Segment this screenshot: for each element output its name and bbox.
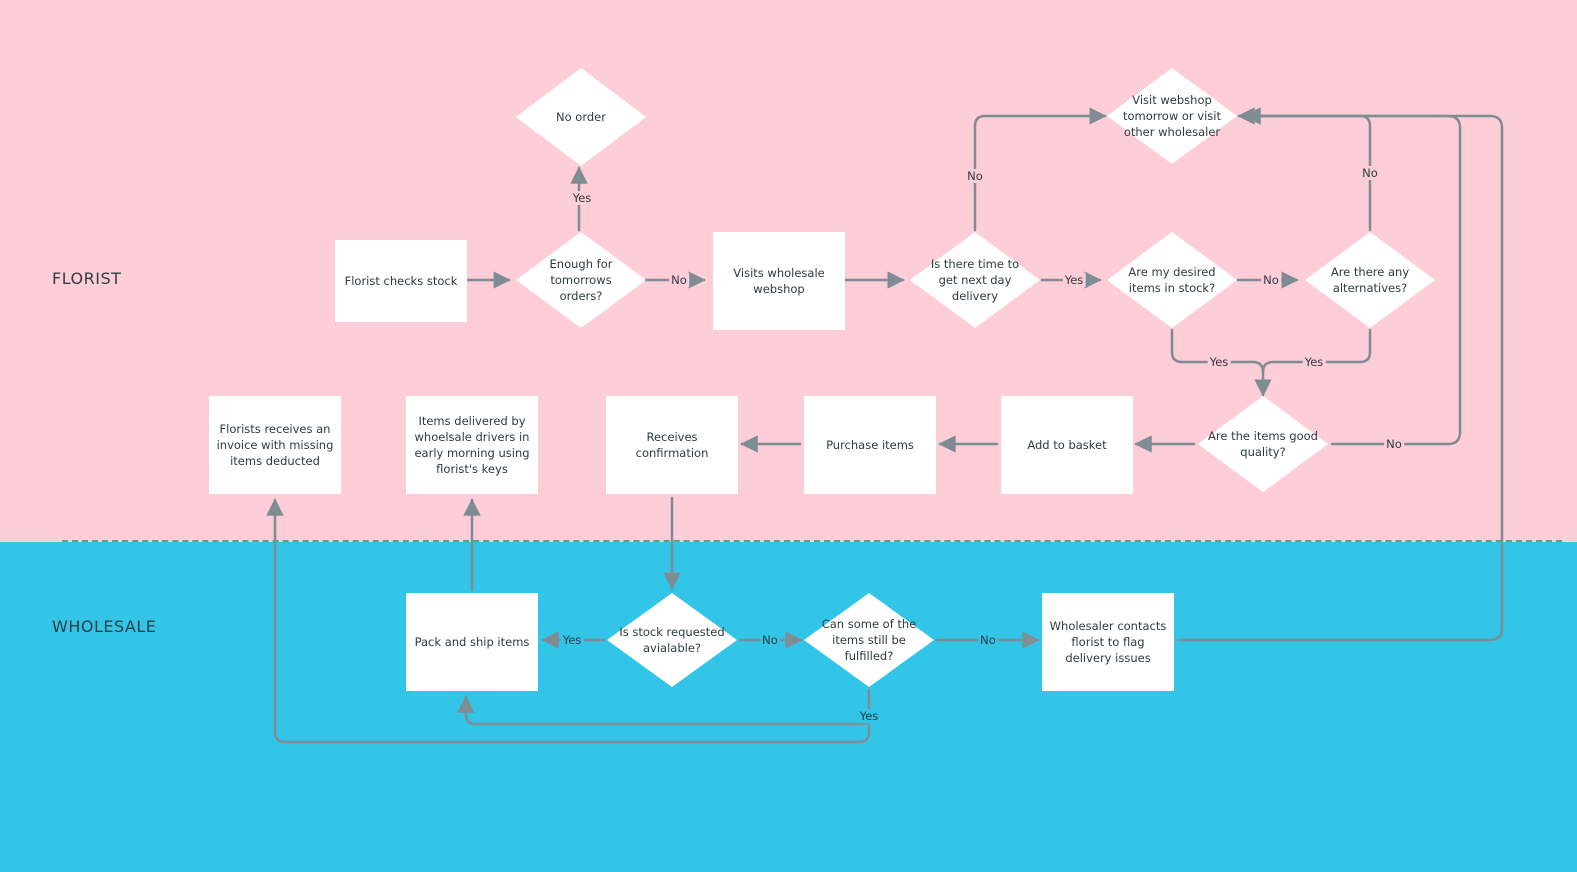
visit-tomorrow-label: Visit webshop tomorrow or visit other wh… (1123, 93, 1221, 139)
visits-webshop-label: Visits wholesale webshop (733, 266, 825, 296)
time-next-day-label: Is there time to get next day delivery (930, 257, 1020, 303)
node-receives-confirmation (606, 396, 738, 494)
connector-time-no-to-visit (973, 107, 1107, 232)
available-no-label: No (760, 633, 780, 647)
node-good-quality (1198, 396, 1328, 492)
alternatives-yes-label: Yes (1302, 355, 1326, 369)
node-purchase-items (804, 396, 936, 494)
node-stock-available (607, 593, 737, 687)
no-order-label: No order (556, 110, 606, 124)
items-delivered-label: Items delivered by whoelsale drivers in … (414, 414, 530, 476)
available-yes-label: Yes (560, 633, 584, 647)
receives-confirmation-label: Receives confirmation (635, 430, 709, 460)
wholesale-swimlane (0, 542, 1577, 872)
node-desired-in-stock (1107, 232, 1237, 328)
alternatives-no-label: No (1360, 166, 1380, 180)
enough-yes-label: Yes (570, 191, 594, 205)
desired-in-stock-label: Are my desired items in stock? (1128, 265, 1216, 295)
enough-for-orders-label: Enough for tomorrows orders? (549, 257, 613, 303)
node-visits-webshop (713, 232, 845, 330)
alternatives-label: Are there any alternatives? (1330, 265, 1410, 295)
florist-lane-title: FLORIST (52, 269, 122, 288)
time-no-label: No (965, 169, 985, 183)
connector-alternatives-yes-to-quality (1261, 328, 1372, 374)
fulfilled-no-label: No (978, 633, 998, 647)
node-florist-checks-stock (335, 240, 467, 322)
invoice-missing-label: Florists receives an invoice with missin… (216, 422, 334, 468)
stock-available-label: Is stock requested avialable? (619, 625, 725, 655)
node-invoice-missing (209, 396, 341, 494)
node-add-to-basket (1001, 396, 1133, 494)
node-items-delivered (406, 396, 538, 494)
node-no-order (516, 68, 646, 166)
time-yes-label: Yes (1062, 273, 1086, 287)
wholesaler-contacts-label: Wholesaler contacts florist to flag deli… (1049, 619, 1167, 665)
pack-ship-label: Pack and ship items (414, 635, 530, 649)
stock-no-label: No (1261, 273, 1281, 287)
connector-contacts-to-visit (1176, 114, 1504, 642)
connector-alternatives-no-to-visit (1237, 107, 1372, 232)
connector-fulfilled-yes-to-pack (457, 688, 871, 726)
stock-yes-label: Yes (1207, 355, 1231, 369)
wholesale-lane-title: WHOLESALE (52, 617, 157, 636)
enough-no-label: No (669, 273, 689, 287)
some-fulfilled-label: Can some of the items still be fulfilled… (821, 617, 917, 663)
florist-checks-stock-label: Florist checks stock (344, 274, 458, 288)
connector-fulfilled-yes-to-invoice (266, 498, 871, 744)
good-quality-label: Are the items good quality? (1208, 429, 1318, 459)
swimlane-divider (62, 540, 1562, 542)
node-enough-for-orders (516, 232, 646, 328)
node-time-next-day (910, 232, 1040, 328)
node-alternatives (1305, 232, 1435, 328)
purchase-items-label: Purchase items (826, 438, 914, 452)
node-wholesaler-contacts (1042, 593, 1174, 691)
node-some-fulfilled (804, 593, 934, 687)
fulfilled-yes-label: Yes (857, 709, 881, 723)
node-visit-tomorrow (1107, 68, 1237, 164)
node-pack-ship (406, 593, 538, 691)
add-to-basket-label: Add to basket (1027, 438, 1107, 452)
quality-no-label: No (1384, 437, 1404, 451)
